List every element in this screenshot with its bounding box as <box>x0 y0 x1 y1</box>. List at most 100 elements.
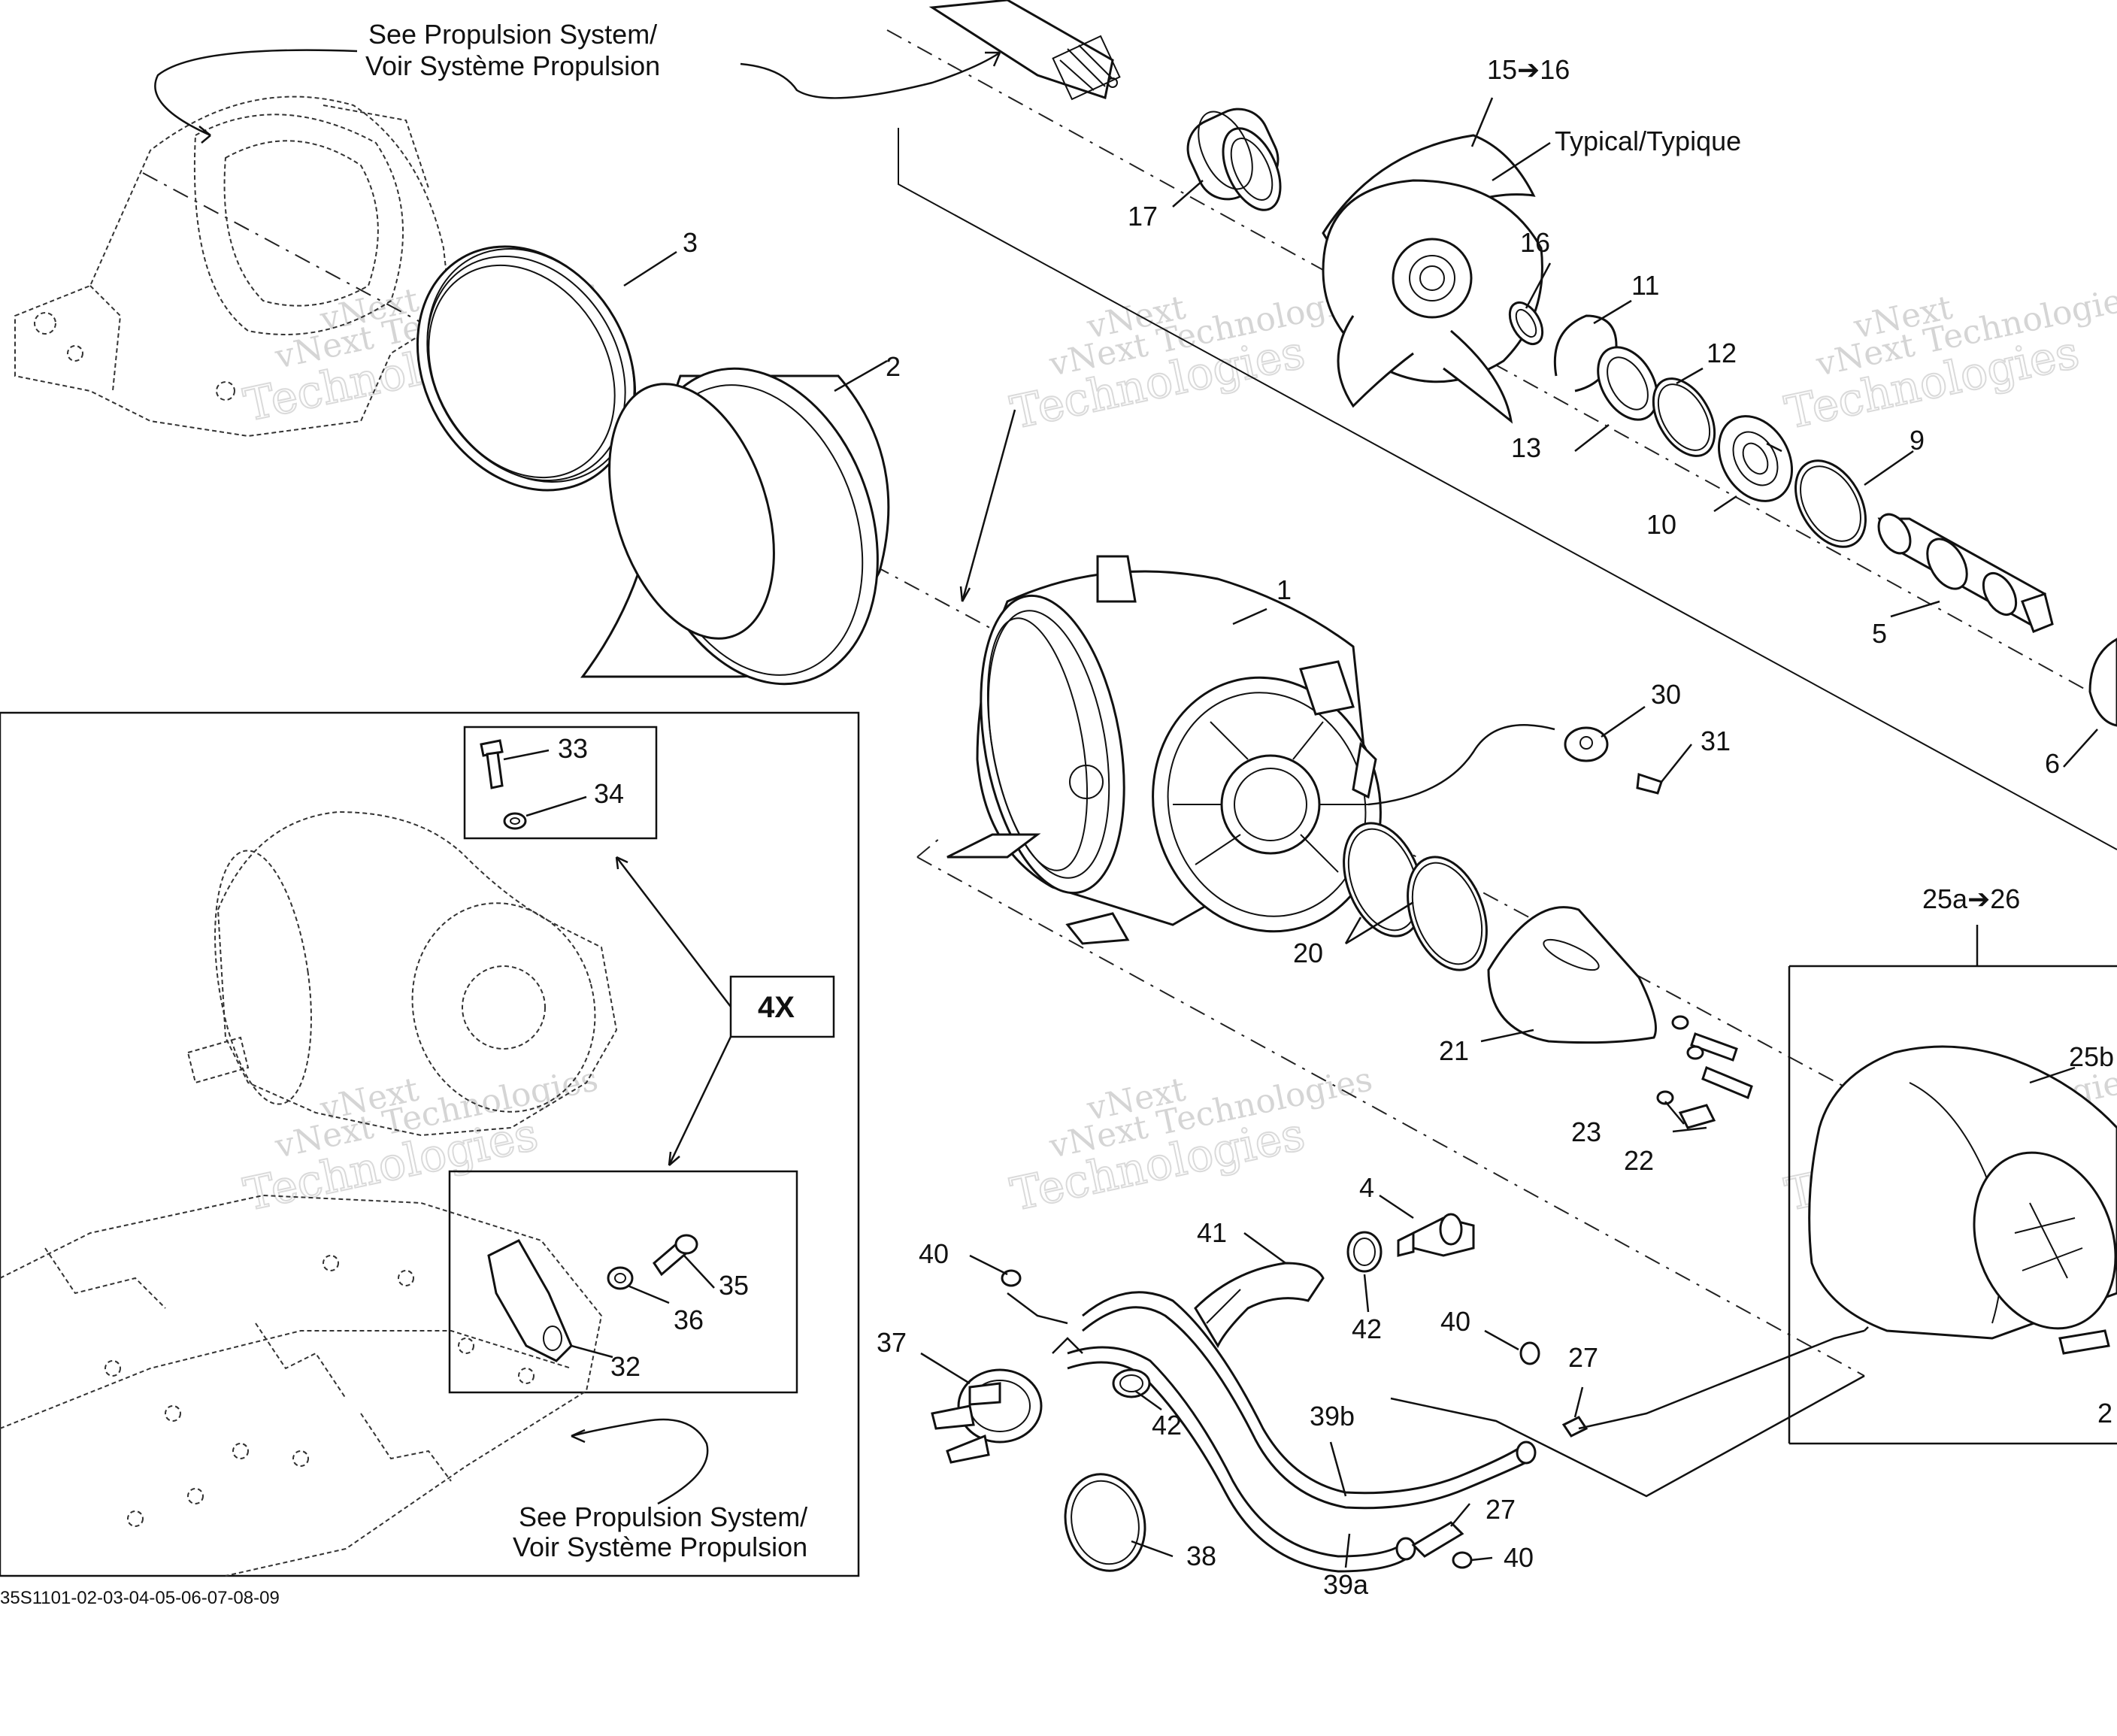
part-4-fitting <box>1397 1213 1475 1257</box>
callout-39b: 39b <box>1310 1401 1355 1432</box>
callout-13: 13 <box>1511 432 1541 463</box>
callout-31: 31 <box>1701 726 1731 756</box>
callout-17: 17 <box>1128 201 1158 232</box>
callout-32: 32 <box>610 1351 641 1382</box>
watermark-center-bottom: vNext vNext Technologies Technologies <box>1006 1060 1376 1222</box>
callout-12: 12 <box>1707 338 1737 368</box>
callout-11: 11 <box>1631 270 1659 301</box>
driveshaft-end <box>928 0 1121 101</box>
note-see-propulsion-bottom-2: Voir Système Propulsion <box>513 1531 807 1562</box>
watermark-right-top: vNext vNext Technologies Technologies <box>1780 278 2117 441</box>
part-21-cone <box>1487 906 1657 1044</box>
part-6-cap <box>2088 638 2117 727</box>
assembly-line-corner <box>916 838 940 858</box>
callout-22: 22 <box>1624 1145 1654 1176</box>
part-5-impeller-shaft <box>1877 513 2054 633</box>
inset-frame <box>0 711 860 1577</box>
part-42-clamp-top <box>1346 1231 1383 1273</box>
part-16-oring <box>1508 301 1544 345</box>
callout-36: 36 <box>674 1304 704 1335</box>
callout-9: 9 <box>1910 425 1925 456</box>
callout-25b: 25b <box>2069 1041 2114 1072</box>
part-22-screws <box>1678 1032 1753 1129</box>
part-40-clamps <box>1001 1269 1540 1569</box>
part-15-impeller <box>1322 134 1543 424</box>
callout-15-16: 15➔16 <box>1487 54 1570 85</box>
drawing-reference: 35S1101-02-03-04-05-06-07-08-09 <box>0 1588 280 1608</box>
part-27-fitting-top <box>1561 1416 1589 1438</box>
part-27-fitting-bottom <box>1411 1521 1464 1558</box>
callout-42-bottom: 42 <box>1152 1410 1182 1441</box>
part-42-clamp-bottom <box>1112 1368 1151 1398</box>
part-23-washers <box>1656 1015 1704 1105</box>
callout-1: 1 <box>1277 574 1292 605</box>
callout-3: 3 <box>683 227 698 258</box>
part-32-bracket <box>487 1239 573 1362</box>
part-25-venturi <box>1808 1045 2117 1355</box>
callout-30: 30 <box>1651 679 1681 710</box>
part-20-orings <box>1343 822 1488 971</box>
assembly-line-upper <box>898 128 2117 850</box>
part-36-washer <box>607 1266 634 1290</box>
part-9-oring <box>1794 459 1867 548</box>
part-34-washer <box>503 812 527 830</box>
part-10-bearing <box>1718 415 1793 502</box>
callout-4: 4 <box>1359 1172 1374 1203</box>
inset-box-32-36 <box>448 1170 798 1394</box>
part-30-grommet <box>1564 726 1609 762</box>
note-see-propulsion-bottom-1: See Propulsion System/ <box>519 1501 807 1532</box>
part-38-oring <box>1064 1473 1146 1572</box>
callout-20: 20 <box>1293 938 1323 968</box>
callout-27-top: 27 <box>1568 1342 1598 1373</box>
part-1-pump-housing <box>946 555 1382 945</box>
callout-35: 35 <box>719 1270 749 1301</box>
part-13-seal <box>1597 346 1658 421</box>
inset-ghost-housing <box>186 810 618 1137</box>
shaft-axis-line <box>886 29 2117 707</box>
part-37-fitting <box>931 1368 1043 1464</box>
callout-38: 38 <box>1186 1541 1216 1571</box>
callout-39a: 39a <box>1323 1569 1369 1600</box>
callout-10: 10 <box>1646 509 1676 540</box>
note-typical: Typical/Typique <box>1555 126 1741 156</box>
callout-2: 2 <box>886 351 901 382</box>
callout-42-top: 42 <box>1352 1313 1382 1344</box>
part-31-clip <box>1636 772 1663 795</box>
part-3-wear-ring-seal <box>416 245 637 492</box>
assembly-outline <box>898 128 2117 1377</box>
multiplier-label: 4X <box>758 991 795 1024</box>
callout-23: 23 <box>1571 1116 1601 1147</box>
part-39-hoses <box>1067 1291 1537 1573</box>
callout-34: 34 <box>594 778 624 809</box>
part-17-bushing <box>1186 108 1282 211</box>
part-33-bolt <box>480 739 504 789</box>
callout-27-bottom: 27 <box>1486 1494 1516 1525</box>
callout-16: 16 <box>1520 227 1550 258</box>
callout-40-mid: 40 <box>1440 1306 1470 1337</box>
note-see-propulsion-top-2: Voir Système Propulsion <box>365 50 660 81</box>
callout-2-edge: 2 <box>2097 1398 2112 1428</box>
callout-40-top: 40 <box>919 1238 949 1269</box>
inset-box-33-34 <box>463 726 658 840</box>
callout-33: 33 <box>558 733 588 764</box>
callout-labels: 15➔16 3 2 17 16 11 12 13 9 10 1 5 6 30 3… <box>558 54 2114 1600</box>
callout-21: 21 <box>1439 1035 1469 1066</box>
callout-6: 6 <box>2045 748 2060 779</box>
assembly-line-lower <box>916 856 1865 1377</box>
callout-40-bottom: 40 <box>1504 1542 1534 1573</box>
note-see-propulsion-top-1: See Propulsion System/ <box>368 19 657 50</box>
callout-41: 41 <box>1197 1217 1227 1248</box>
part-41-hose <box>1194 1262 1325 1349</box>
ghost-housing-top-left <box>14 95 453 438</box>
part-2-wear-ring <box>580 367 890 686</box>
callout-37: 37 <box>877 1327 907 1358</box>
part-12-oring <box>1652 377 1716 457</box>
part-35-bolt <box>653 1234 698 1277</box>
leader-lines <box>154 49 2117 1568</box>
callout-5: 5 <box>1872 618 1887 649</box>
leader-30-to-housing <box>1367 724 1555 806</box>
inset-ghost-frame <box>0 1194 603 1577</box>
callout-25a-26: 25a➔26 <box>1922 883 2020 914</box>
